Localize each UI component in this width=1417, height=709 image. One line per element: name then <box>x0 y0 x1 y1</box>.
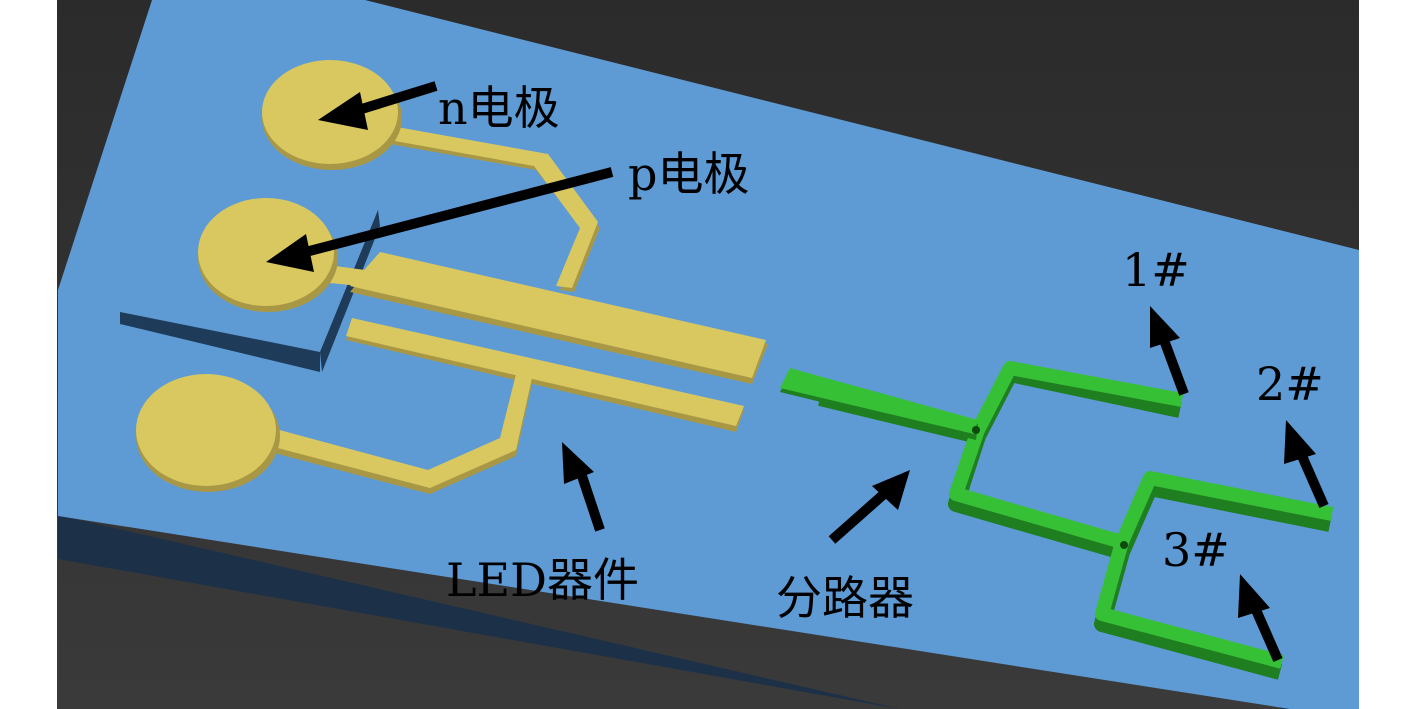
splitter-arrow-shaft <box>828 490 888 544</box>
output-1-arrow-head <box>1150 306 1180 348</box>
p-bar <box>350 252 766 378</box>
right-white-margin <box>1359 0 1417 709</box>
lower-trace <box>270 374 532 488</box>
substrate-trench <box>120 312 320 372</box>
output-1-branch <box>971 361 1184 434</box>
output-1-label: 1# <box>1122 243 1190 297</box>
left-white-margin <box>0 0 57 709</box>
arrow-group <box>266 81 1329 663</box>
n-electrode-arrow-head <box>318 92 368 130</box>
substrate-front-face <box>58 515 1359 709</box>
output-3-arrow-shaft <box>1251 607 1283 663</box>
splitter-label: 分路器 <box>776 571 914 625</box>
output-3-branch <box>1095 540 1284 669</box>
output-2-arrow-shaft <box>1297 453 1329 509</box>
junction-2 <box>1120 541 1128 549</box>
n-electrode-arrow-shaft <box>350 81 438 117</box>
output-1-arrow-shaft <box>1159 338 1189 396</box>
splitter-waveguide <box>780 361 1334 680</box>
led-device-label: LED器件 <box>446 553 639 607</box>
n-electrode-label: n电极 <box>438 81 560 135</box>
led-arrow-head <box>562 442 594 484</box>
p-electrode-label: p电极 <box>628 147 749 201</box>
junction-1 <box>972 426 980 434</box>
splitter-arrow-head <box>872 470 910 510</box>
lower-branch <box>949 427 1124 549</box>
output-2-branch <box>1115 471 1334 545</box>
electrode-group <box>136 60 768 494</box>
led-arrow-shaft <box>575 468 605 532</box>
output-3-arrow-head <box>1238 574 1270 618</box>
output-2-arrow-head <box>1284 420 1316 464</box>
third-pad <box>136 374 276 486</box>
substrate-trench-edge <box>320 210 380 372</box>
output-3-label: 3# <box>1162 523 1230 577</box>
p-electrode-arrow-head <box>266 234 314 272</box>
lower-finger <box>346 318 744 426</box>
p-electrode-arrow-shaft <box>296 167 614 259</box>
input-taper <box>780 368 978 434</box>
output-2-label: 2# <box>1256 357 1324 411</box>
p-electrode-pad <box>198 198 334 306</box>
n-electrode-trace <box>378 124 598 288</box>
